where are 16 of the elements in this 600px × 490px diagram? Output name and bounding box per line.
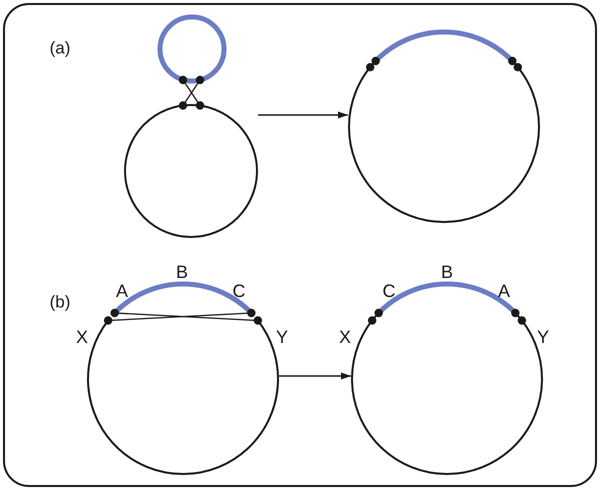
- site-label: C: [232, 282, 246, 300]
- ring-drawing: [348, 29, 540, 223]
- site-label: C: [382, 282, 396, 300]
- site-label: B: [176, 263, 188, 281]
- panel-label: (a): [50, 40, 70, 56]
- joined-rings-drawing: [124, 14, 258, 238]
- site-label: Y: [537, 328, 549, 346]
- panel-label: (b): [50, 294, 70, 310]
- site-label: A: [116, 282, 128, 300]
- site-label: A: [498, 282, 510, 300]
- arrow: [258, 112, 348, 118]
- site-label: X: [339, 328, 351, 346]
- site-label: B: [441, 263, 453, 281]
- site-label: X: [76, 328, 88, 346]
- site-label: Y: [276, 328, 288, 346]
- arrow: [279, 372, 351, 380]
